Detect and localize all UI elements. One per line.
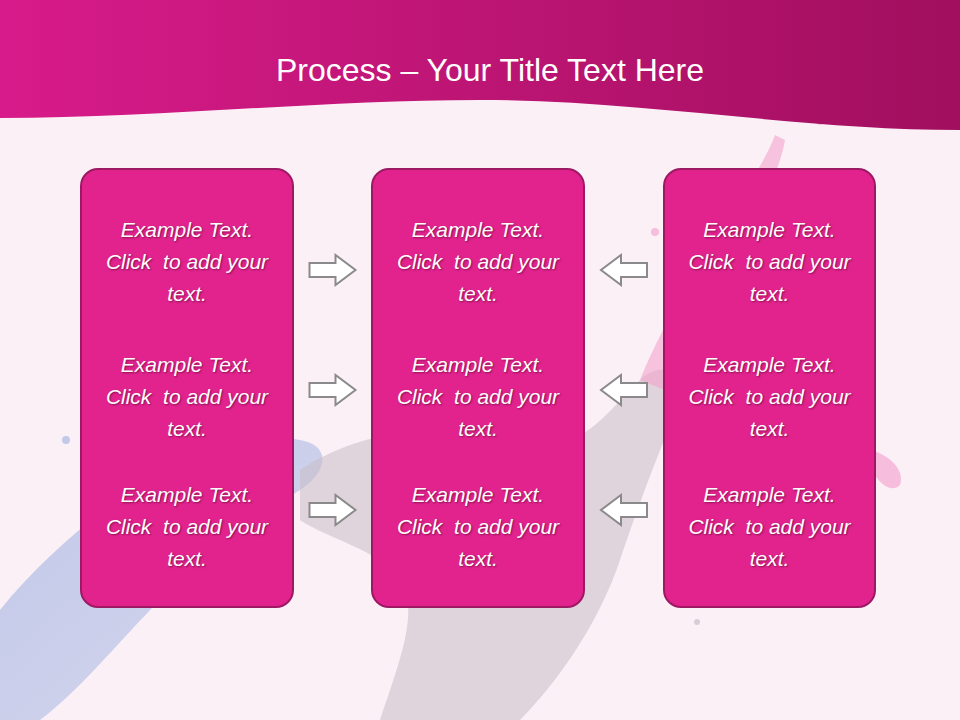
splash-drop <box>62 436 70 444</box>
box-text: Example Text. Click to add your text. <box>684 349 856 445</box>
box-text-holder: Example Text. Click to add your text. <box>82 214 292 310</box>
block-arrow <box>310 375 356 405</box>
box-text-holder: Example Text. Click to add your text. <box>373 349 583 445</box>
box-text: Example Text. Click to add your text. <box>101 479 273 575</box>
box-text-holder: Example Text. Click to add your text. <box>665 214 874 310</box>
box-text-holder: Example Text. Click to add your text. <box>373 214 583 310</box>
box-text: Example Text. Click to add your text. <box>684 479 856 575</box>
block-arrow <box>310 495 356 525</box>
box-text: Example Text. Click to add your text. <box>684 214 856 310</box>
block-arrow <box>601 375 647 405</box>
block-arrow <box>601 495 647 525</box>
splash-drop <box>694 619 700 625</box>
header-band <box>0 0 960 130</box>
box-text-holder: Example Text. Click to add your text. <box>665 479 874 575</box>
box-text-holder: Example Text. Click to add your text. <box>665 349 874 445</box>
splash-drop <box>651 228 659 236</box>
box-text-holder: Example Text. Click to add your text. <box>82 479 292 575</box>
box-text: Example Text. Click to add your text. <box>392 214 564 310</box>
process-box: Example Text. Click to add your text. Exa… <box>80 168 294 608</box>
box-text: Example Text. Click to add your text. <box>101 214 273 310</box>
slide-title: Process – Your Title Text Here <box>180 52 800 89</box>
process-box: Example Text. Click to add your text. Exa… <box>663 168 876 608</box>
box-text: Example Text. Click to add your text. <box>392 479 564 575</box>
box-text: Example Text. Click to add your text. <box>101 349 273 445</box>
box-text: Example Text. Click to add your text. <box>392 349 564 445</box>
process-box: Example Text. Click to add your text. Exa… <box>371 168 585 608</box>
block-arrow <box>601 255 647 285</box>
box-text-holder: Example Text. Click to add your text. <box>373 479 583 575</box>
block-arrow <box>310 255 356 285</box>
box-text-holder: Example Text. Click to add your text. <box>82 349 292 445</box>
